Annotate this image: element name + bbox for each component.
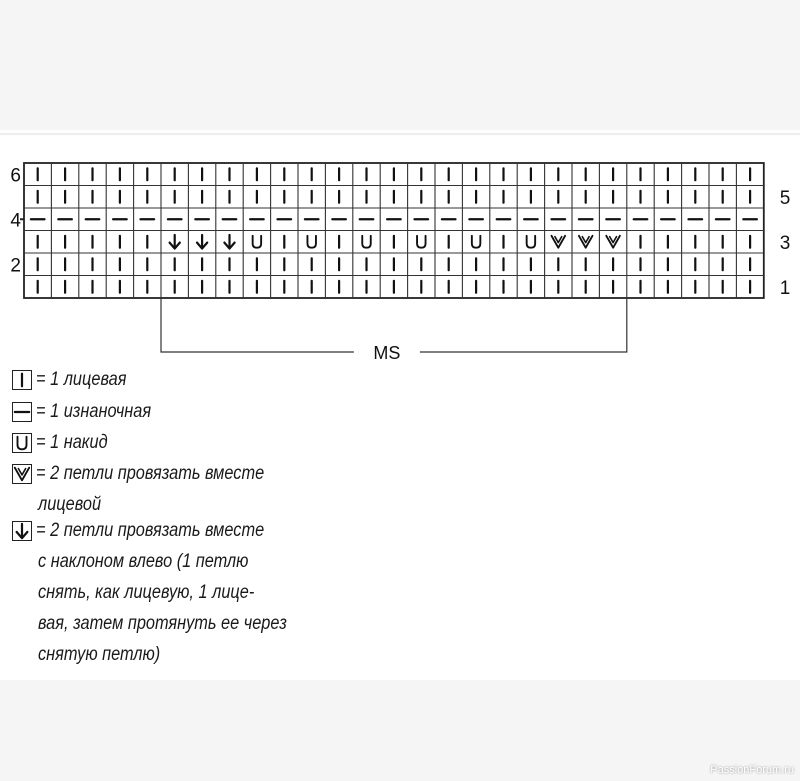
ssk-symbol-glyph [15, 522, 29, 540]
yarn-over-stitch [306, 234, 317, 249]
watermark: PassionForum.ru [710, 764, 794, 776]
legend-text: = 2 петли провязать вместе [36, 520, 265, 541]
row-number-label: 3 [780, 233, 791, 254]
ssk-stitch [195, 233, 209, 250]
k2tog-stitch [550, 234, 567, 249]
legend-text: вая, затем протянуть ее через [38, 613, 287, 634]
repeat-bracket-right [419, 298, 628, 353]
yarn-over-stitch [470, 234, 482, 249]
legend-text: = 2 петли провязать вместе [36, 463, 265, 484]
yarn-over-stitch [525, 234, 537, 249]
row-number-label: 2 [10, 255, 21, 276]
legend-text: лицевой [38, 494, 102, 515]
top-blank-band [0, 0, 800, 130]
legend-text: = 1 изнаночная [36, 401, 152, 422]
k2tog-symbol-glyph [13, 466, 31, 482]
k2tog-stitch [605, 234, 621, 249]
legend-text: снять, как лицевую, 1 лице- [38, 582, 255, 603]
repeat-bracket-left [160, 298, 354, 353]
k2tog-symbol [12, 464, 32, 484]
row-number-label: 4 [10, 210, 21, 231]
purl-symbol [12, 402, 32, 422]
yarn-over-stitch [416, 234, 427, 249]
row-number-label: 1 [780, 278, 791, 299]
row-number-label: 6 [10, 165, 21, 186]
row-number-label: 5 [780, 188, 791, 209]
legend-text: = 1 лицевая [36, 369, 127, 390]
bottom-blank-band [0, 680, 800, 781]
legend-text: с наклоном влево (1 петлю [38, 551, 249, 572]
legend-text: = 1 накид [36, 432, 108, 453]
yarn-over-stitch [361, 234, 372, 249]
yarn-over-symbol-glyph [16, 435, 28, 451]
yarn-over-symbol [12, 433, 32, 453]
top-divider [0, 133, 800, 135]
ssk-stitch [223, 233, 236, 250]
ssk-symbol [12, 521, 32, 541]
knit-symbol [12, 370, 32, 390]
repeat-label: MS [373, 343, 400, 363]
yarn-over-stitch [251, 234, 263, 249]
ssk-stitch [168, 233, 181, 250]
k2tog-stitch [577, 234, 594, 249]
legend-text: снятую петлю) [38, 644, 161, 665]
